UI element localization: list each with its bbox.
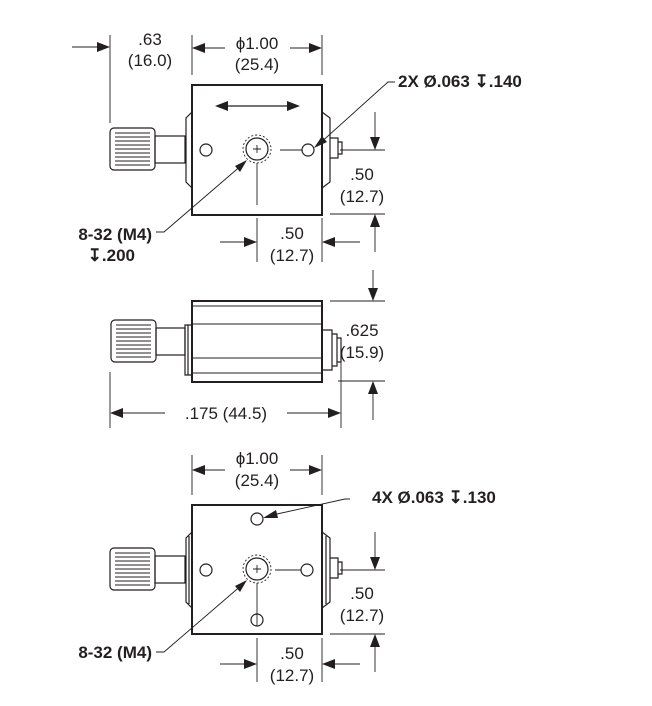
threaded-hole: [245, 137, 269, 161]
offset-dim-mm: (16.0): [128, 51, 172, 70]
center-dim-inch: .50: [280, 644, 304, 663]
height-dim-mm: (12.7): [340, 187, 384, 206]
center-dim-mm: (12.7): [270, 666, 314, 685]
top-view: .63 (16.0) ϕ1.00 (25.4) 2X Ø.063 ↧.140 .…: [72, 30, 522, 265]
stage-body: [191, 300, 323, 383]
adjuster-knob: [109, 547, 156, 591]
thread-depth: ↧.200: [88, 246, 135, 265]
mounting-hole: [199, 563, 213, 577]
left-end-plate: [185, 111, 193, 189]
width-dim-mm: (25.4): [235, 471, 279, 490]
height-dim-inch: .50: [350, 584, 374, 603]
adjuster-knob: [110, 319, 157, 363]
mounting-hole: [250, 512, 264, 526]
right-end-plate: [321, 111, 331, 189]
height-dim-mm: (12.7): [340, 606, 384, 625]
center-dim-mm: (12.7): [270, 246, 314, 265]
width-dim-mm: (25.4): [235, 55, 279, 74]
width-dim-inch: ϕ1.00: [236, 34, 279, 53]
hole-callout: 4X Ø.063 ↧.130: [372, 488, 496, 507]
hole-callout: 2X Ø.063 ↧.140: [398, 72, 522, 91]
right-nub: [330, 137, 343, 159]
mounting-hole: [199, 143, 213, 157]
center-dim-inch: .50: [280, 224, 304, 243]
height-dim-mm: (15.9): [340, 343, 384, 362]
length-dim: .175 (44.5): [185, 404, 267, 423]
offset-dim-inch: .63: [138, 30, 162, 49]
bottom-view: ϕ1.00 (25.4) 4X Ø.063 ↧.130 .50 (12.7) .…: [78, 449, 496, 685]
adjuster-shaft: [154, 135, 186, 164]
side-view: .625 (15.9) .175 (44.5): [109, 270, 385, 428]
travel-arrow-icon: [215, 101, 300, 111]
thread-callout: 8-32 (M4): [78, 643, 152, 662]
right-nub: [322, 329, 342, 371]
thread-callout: 8-32 (M4): [78, 225, 152, 244]
height-dim-inch: .625: [345, 321, 378, 340]
threaded-hole: [245, 557, 269, 581]
adjuster-knob: [109, 127, 156, 171]
height-dim-inch: .50: [350, 165, 374, 184]
width-dim-inch: ϕ1.00: [236, 449, 279, 468]
